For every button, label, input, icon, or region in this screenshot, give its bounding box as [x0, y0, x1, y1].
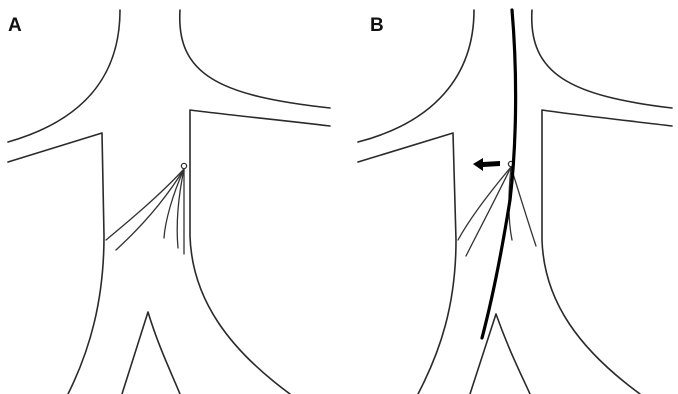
panel-a: A — [8, 10, 330, 394]
panel-b-filter — [458, 161, 536, 256]
panel-a-filter-strut — [116, 169, 184, 250]
panel-a-bifurcation — [122, 312, 180, 394]
panel-b-left-lower-wall — [358, 133, 456, 394]
panel-a-left-lower-wall — [8, 133, 104, 394]
panel-b-filter-strut — [511, 167, 536, 246]
panel-a-right-lower-wall — [190, 110, 330, 394]
panel-b: B — [358, 10, 672, 394]
panel-a-filter — [106, 163, 187, 254]
panel-a-filter-hook — [181, 163, 186, 168]
panel-b-label: B — [370, 15, 384, 36]
panel-b-right-upper-wall — [532, 10, 672, 108]
panel-a-left-upper-wall — [8, 10, 120, 142]
panel-a-right-upper-wall — [180, 10, 330, 108]
panel-a-filter-strut — [106, 169, 184, 240]
panel-a-vessel-outline — [8, 10, 330, 394]
panel-b-right-lower-wall — [542, 110, 672, 394]
panel-b-filter-strut — [458, 167, 511, 240]
panel-b-direction-arrow-icon — [473, 158, 500, 171]
panel-b-bifurcation — [470, 314, 530, 394]
panel-a-filter-strut — [177, 169, 184, 248]
panel-a-label: A — [8, 15, 22, 36]
